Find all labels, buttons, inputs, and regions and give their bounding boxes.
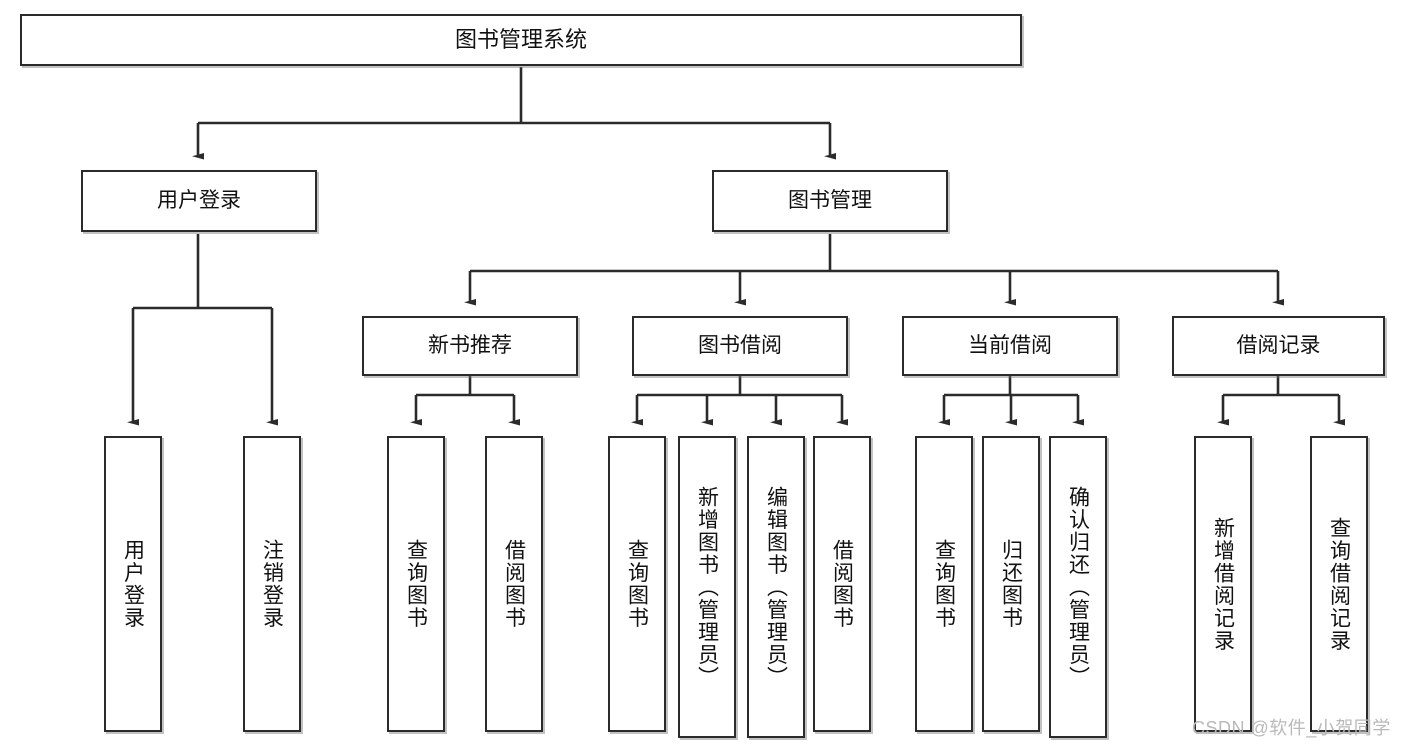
node-label: 借阅记录 [1236, 333, 1321, 357]
leaf-user-login-2[interactable]: 注销登录 [243, 436, 301, 732]
node-label: 新书推荐 [428, 333, 512, 357]
node-label: 借阅图书 [502, 539, 526, 629]
node-label: 图书管理 [788, 188, 872, 212]
leaf-user-login-1[interactable]: 用户登录 [104, 436, 162, 732]
leaf-book-borrow-1[interactable]: 查询图书 [608, 436, 666, 732]
leaf-borrow-record-2[interactable]: 查询借阅记录 [1310, 436, 1368, 732]
leaf-new-book-1[interactable]: 查询图书 [387, 436, 445, 732]
node-label: 注销登录 [260, 539, 284, 629]
node-user-login[interactable]: 用户登录 [81, 170, 317, 232]
leaf-book-borrow-4[interactable]: 借阅图书 [813, 436, 871, 732]
node-label: 图书借阅 [698, 333, 782, 357]
node-current-borrow[interactable]: 当前借阅 [902, 316, 1118, 376]
node-book-management[interactable]: 图书管理 [712, 170, 948, 232]
node-label: 新增借阅记录 [1211, 516, 1235, 652]
node-label: 用户登录 [121, 539, 145, 629]
node-label: 当前借阅 [968, 333, 1052, 357]
node-label: 借阅图书 [830, 539, 854, 629]
node-label: 编辑图书（管理员） [764, 485, 788, 689]
node-label: 归还图书 [999, 539, 1023, 629]
node-label: 查询图书 [625, 539, 649, 629]
leaf-book-borrow-2[interactable]: 新增图书（管理员） [678, 436, 736, 738]
node-label: 新增图书（管理员） [695, 485, 719, 689]
leaf-current-borrow-1[interactable]: 查询图书 [915, 436, 973, 732]
leaf-current-borrow-2[interactable]: 归还图书 [982, 436, 1040, 732]
node-new-book-recommend[interactable]: 新书推荐 [362, 316, 578, 376]
node-root-system[interactable]: 图书管理系统 [20, 14, 1022, 66]
node-book-borrow[interactable]: 图书借阅 [632, 316, 848, 376]
node-label: 确认归还（管理员） [1066, 485, 1090, 689]
node-label: 查询图书 [932, 539, 956, 629]
node-borrow-record[interactable]: 借阅记录 [1172, 316, 1385, 376]
node-label: 用户登录 [157, 188, 241, 212]
leaf-book-borrow-3[interactable]: 编辑图书（管理员） [747, 436, 805, 738]
node-label: 查询借阅记录 [1327, 516, 1351, 652]
leaf-current-borrow-3[interactable]: 确认归还（管理员） [1049, 436, 1107, 738]
node-label: 查询图书 [404, 539, 428, 629]
node-label: 图书管理系统 [454, 27, 587, 53]
leaf-borrow-record-1[interactable]: 新增借阅记录 [1194, 436, 1252, 732]
leaf-new-book-2[interactable]: 借阅图书 [485, 436, 543, 732]
